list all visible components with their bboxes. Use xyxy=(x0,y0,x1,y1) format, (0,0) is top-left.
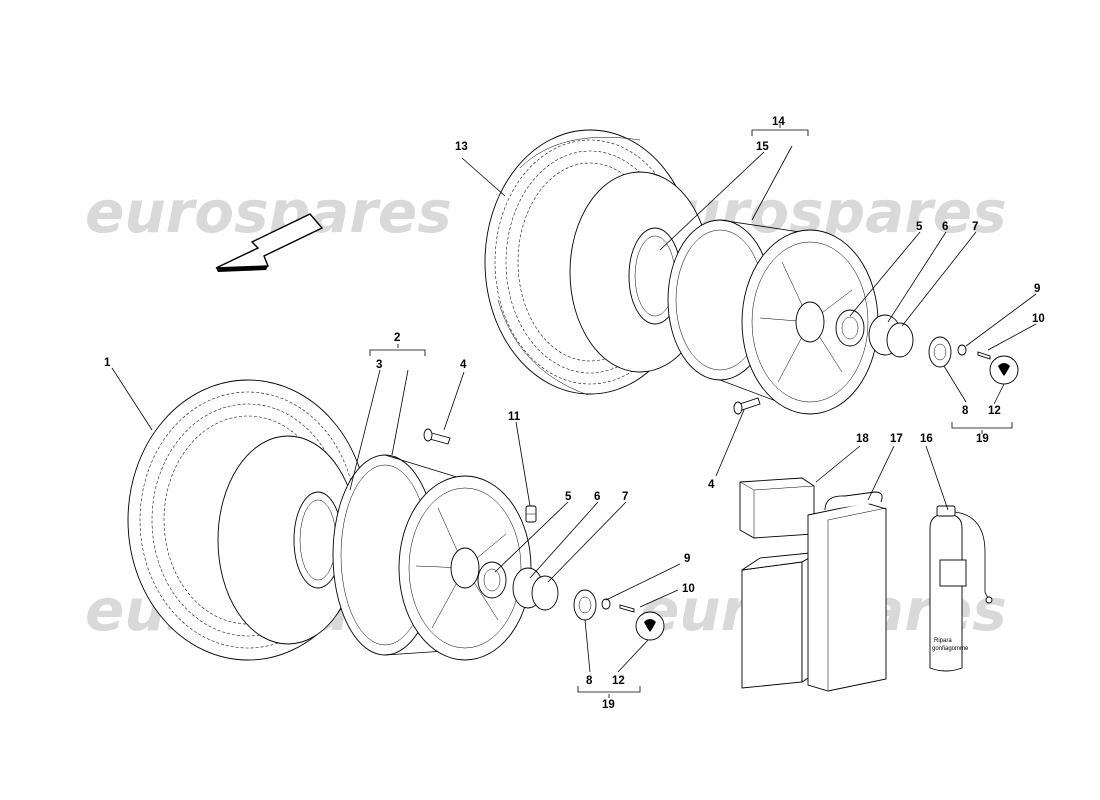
front-valve xyxy=(423,428,451,445)
callout-16: 16 xyxy=(920,433,933,445)
front-hub-parts xyxy=(477,561,665,641)
callout-5-front: 5 xyxy=(565,491,572,503)
callout-19-rear: 19 xyxy=(976,433,989,445)
callout-7-rear: 7 xyxy=(972,221,978,233)
callout-10-rear: 10 xyxy=(1032,313,1045,325)
callout-19-front: 19 xyxy=(602,699,615,711)
can-label-line1: Ripara xyxy=(934,638,952,644)
direction-arrow-icon xyxy=(215,213,324,272)
leader-lines xyxy=(111,124,1037,698)
callout-13: 13 xyxy=(455,141,468,153)
callout-7-front: 7 xyxy=(622,491,628,503)
callout-6-rear: 6 xyxy=(942,221,948,233)
repair-spray-can: Ripara gonfiagomme xyxy=(929,505,993,672)
callout-15: 15 xyxy=(756,141,769,153)
container-item-17 xyxy=(807,491,887,692)
rear-hub-parts xyxy=(835,309,1019,385)
callout-2: 2 xyxy=(394,332,400,344)
front-rim xyxy=(332,454,532,661)
callout-10-front: 10 xyxy=(682,583,695,595)
callout-9-rear: 9 xyxy=(1034,283,1040,295)
callout-5-rear: 5 xyxy=(916,221,923,233)
callout-4-front: 4 xyxy=(460,359,467,371)
callout-12-rear: 12 xyxy=(988,405,1001,417)
callout-14: 14 xyxy=(772,116,785,128)
callout-11: 11 xyxy=(508,411,521,423)
callout-8-rear: 8 xyxy=(962,405,969,417)
callout-8-front: 8 xyxy=(586,675,593,687)
callout-18: 18 xyxy=(856,433,869,445)
front-tyre xyxy=(127,379,369,661)
callout-12-front: 12 xyxy=(612,675,625,687)
callout-17: 17 xyxy=(890,433,903,445)
callout-numbers: 1 2 3 4 4 5 6 7 8 9 10 11 12 19 13 14 15… xyxy=(104,116,1045,711)
callout-3: 3 xyxy=(376,359,382,371)
rear-rim xyxy=(667,219,879,415)
rear-valve xyxy=(733,397,761,415)
bag-item-18 xyxy=(739,477,815,539)
callout-4-rear: 4 xyxy=(708,479,715,491)
callout-1: 1 xyxy=(104,357,111,369)
callout-9-front: 9 xyxy=(684,553,690,565)
can-label-line2: gonfiagomme xyxy=(932,646,969,652)
callout-6-front: 6 xyxy=(594,491,600,503)
balance-weight xyxy=(525,505,537,523)
